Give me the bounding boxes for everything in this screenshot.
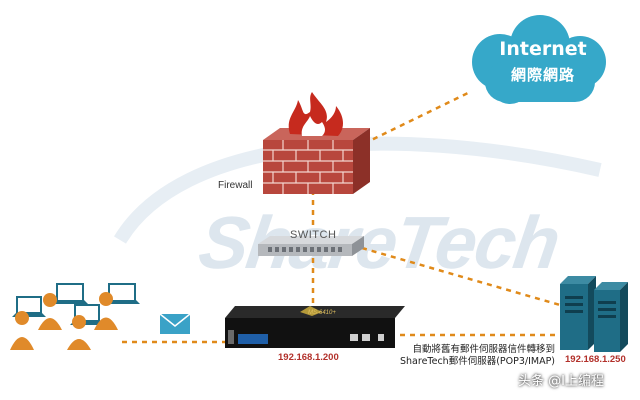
laptop-icon — [104, 283, 140, 304]
source-watermark: 头条 @I上编程 — [518, 374, 604, 389]
appliance-ip-label: 192.168.1.200 — [278, 352, 339, 363]
user-icon — [99, 292, 113, 306]
cloud-subtitle: 網際網路 — [510, 66, 575, 84]
migration-note: 自動將舊有郵件伺服器信件轉移到 ShareTech郵件伺服器(POP3/IMAP… — [400, 344, 555, 368]
migration-note-line: ShareTech郵件伺服器(POP3/IMAP) — [400, 356, 556, 367]
laptop-icon — [52, 283, 88, 304]
switch-icon — [258, 236, 364, 256]
email-envelope-icon — [159, 313, 191, 334]
user-icon — [15, 311, 29, 325]
mail-server-icon — [560, 276, 628, 352]
link-switch-server — [361, 246, 561, 307]
migration-note-line: 自動將舊有郵件伺服器信件轉移到 — [412, 344, 556, 355]
firewall-icon — [263, 92, 370, 194]
cloud-title: Internet — [499, 38, 587, 60]
connection-lines — [122, 90, 561, 344]
user-icon — [72, 315, 86, 329]
firewall-label: Firewall — [218, 180, 253, 191]
internet-cloud-icon — [472, 15, 606, 104]
mail-appliance-icon — [225, 306, 405, 348]
user-icon — [43, 293, 57, 307]
link-firewall-internet — [354, 90, 471, 150]
users-group-icon — [10, 283, 140, 350]
switch-label: SWITCH — [290, 229, 337, 241]
server-ip-label: 192.168.1.250 — [565, 354, 626, 365]
appliance-model-label: MS-6410+ — [308, 310, 336, 316]
